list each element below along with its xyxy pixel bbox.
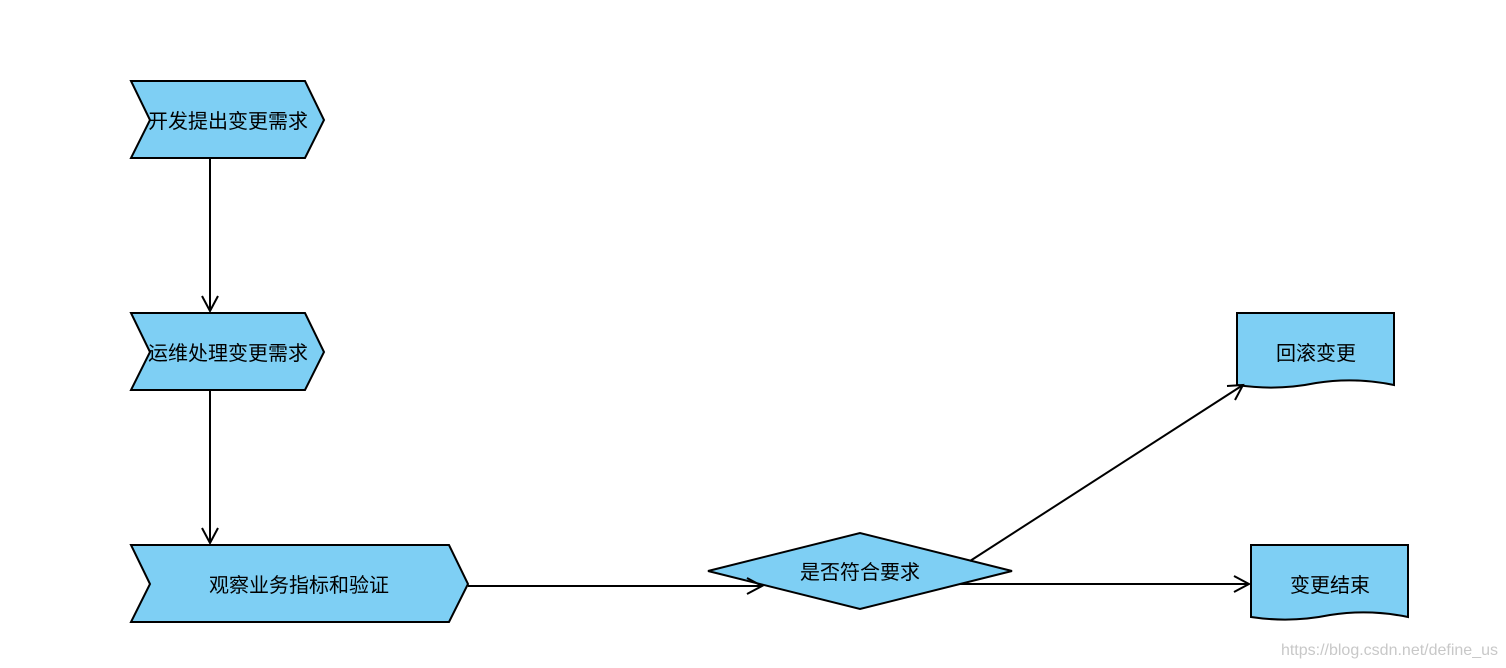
step-shape [129,80,326,159]
decision-diamond [707,531,1013,611]
node-ops-handle: 运维处理变更需求 [129,312,326,391]
arrowhead-icon [746,577,765,595]
step-shape [129,544,470,623]
node-rollback: 回滚变更 [1236,312,1395,389]
node-label: 是否符合要求 [800,560,920,584]
edge-observe-to-decision [468,577,765,595]
node-decision: 是否符合要求 [707,531,1013,611]
node-change-end: 变更结束 [1250,544,1409,621]
edge-dev-to-ops [201,158,219,314]
node-label: 回滚变更 [1276,341,1356,365]
node-dev-request: 开发提出变更需求 [129,80,326,159]
arrowhead-icon [1233,575,1252,593]
arrowhead-icon [1226,383,1245,401]
arrowhead-icon [201,527,219,546]
edge-ops-to-observe [201,390,219,546]
node-label: 开发提出变更需求 [148,109,308,133]
node-label: 运维处理变更需求 [148,341,308,365]
document-shape [1250,544,1409,621]
node-label: 观察业务指标和验证 [209,573,389,597]
document-shape [1236,312,1395,389]
node-observe-verify: 观察业务指标和验证 [129,544,470,623]
arrowhead-icon [201,295,219,314]
edge-decision-to-end [960,575,1252,593]
node-label: 变更结束 [1290,573,1370,597]
connector-line [969,384,1244,562]
watermark: https://blog.csdn.net/define_us [1280,642,1498,659]
edge-decision-to-rollback [969,383,1245,562]
step-shape [129,312,326,391]
